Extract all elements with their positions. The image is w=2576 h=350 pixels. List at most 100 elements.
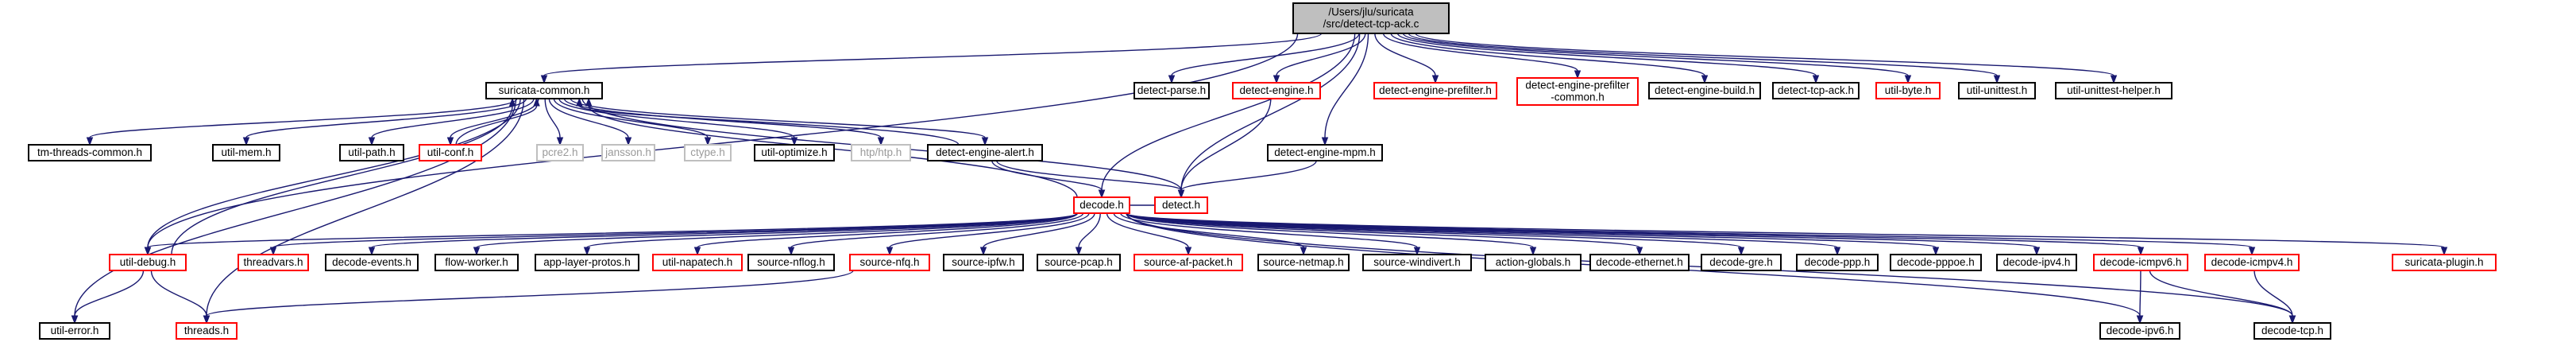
include-edge	[1415, 33, 2118, 84]
node-label: util-path.h	[348, 146, 395, 158]
node-label: detect-engine-prefilter	[1525, 80, 1630, 91]
include-edge	[540, 33, 1323, 84]
edge-line	[1180, 98, 1272, 191]
node-decode-icmpv6[interactable]: decode-icmpv6.h	[2093, 254, 2188, 271]
include-edge	[1321, 33, 1369, 146]
node-box	[851, 144, 911, 161]
node-source-nfq[interactable]: source-nfq.h	[849, 254, 930, 271]
include-edge	[368, 212, 1078, 256]
node-label: decode-ipv4.h	[2003, 256, 2071, 268]
node-decode-ppp[interactable]: decode-ppp.h	[1796, 254, 1879, 271]
node-label: source-pcap.h	[1045, 256, 1113, 268]
node-util-conf[interactable]: util-conf.h	[419, 144, 482, 161]
node-label: decode-events.h	[332, 256, 411, 268]
node-source-ipfw[interactable]: source-ipfw.h	[943, 254, 1024, 271]
node-detect-engine-build[interactable]: detect-engine-build.h	[1648, 82, 1761, 99]
node-box	[109, 254, 187, 271]
node-label: source-windivert.h	[1373, 256, 1461, 268]
edge-arrowhead	[787, 247, 795, 256]
include-edge	[1408, 33, 2001, 84]
include-edge	[1177, 33, 1361, 199]
node-detect-engine-mpm[interactable]: detect-engine-mpm.h	[1267, 144, 1383, 161]
node-label: detect.h	[1162, 199, 1200, 211]
edge-line	[558, 98, 795, 138]
node-decode-tcp[interactable]: decode-tcp.h	[2254, 322, 2331, 340]
edge-arrowhead	[86, 137, 94, 146]
node-app-layer-protos[interactable]: app-layer-protos.h	[535, 254, 639, 271]
node-label: util-debug.h	[120, 256, 176, 268]
node-label: jansson.h	[604, 146, 651, 158]
node-action-globals[interactable]: action-globals.h	[1485, 254, 1582, 271]
node-decode-ipv4[interactable]: decode-ipv4.h	[1996, 254, 2077, 271]
node-ctype[interactable]: ctype.h	[684, 144, 732, 161]
node-detect-engine-prefilter[interactable]: detect-engine-prefilter.h	[1373, 82, 1497, 99]
include-edge	[1126, 212, 2256, 256]
node-util-optimize[interactable]: util-optimize.h	[754, 144, 835, 161]
include-edge	[1273, 33, 1366, 84]
node-util-unittest[interactable]: util-unittest.h	[1958, 82, 2036, 99]
node-detect-engine-prefilter-common[interactable]: detect-engine-prefilter-common.h	[1516, 77, 1639, 106]
node-detect-parse[interactable]: detect-parse.h	[1134, 82, 1210, 99]
node-source-netmap[interactable]: source-netmap.h	[1257, 254, 1350, 271]
edge-arrowhead	[1184, 247, 1192, 256]
node-decode-ipv6[interactable]: decode-ipv6.h	[2099, 322, 2180, 340]
node-tm-threads-common[interactable]: tm-threads-common.h	[28, 144, 152, 161]
node-label: htp/htp.h	[860, 146, 902, 158]
node-threadvars[interactable]: threadvars.h	[238, 254, 309, 271]
node-threads[interactable]: threads.h	[176, 322, 238, 340]
edge-line	[147, 98, 521, 248]
node-util-byte[interactable]: util-byte.h	[1875, 82, 1941, 99]
node-decode[interactable]: decode.h	[1073, 196, 1130, 214]
node-suricata-plugin[interactable]: suricata-plugin.h	[2392, 254, 2497, 271]
node-box	[1134, 254, 1243, 271]
node-source-nflog[interactable]: source-nflog.h	[747, 254, 835, 271]
node-flow-worker[interactable]: flow-worker.h	[434, 254, 519, 271]
node-detect-engine-alert[interactable]: detect-engine-alert.h	[927, 144, 1043, 161]
node-jansson[interactable]: jansson.h	[601, 144, 655, 161]
node-decode-pppoe[interactable]: decode-pppoe.h	[1890, 254, 1982, 271]
node-box	[849, 254, 930, 271]
node-detect[interactable]: detect.h	[1154, 196, 1208, 214]
node-box	[1701, 254, 1782, 271]
edge-line	[1396, 33, 1817, 76]
node-source-pcap[interactable]: source-pcap.h	[1037, 254, 1121, 271]
include-edge	[996, 160, 1185, 199]
edge-arrowhead	[1177, 189, 1185, 199]
node-source-af-packet[interactable]: source-af-packet.h	[1134, 254, 1243, 271]
node-source-windivert[interactable]: source-windivert.h	[1362, 254, 1472, 271]
node-detect-engine[interactable]: detect-engine.h	[1232, 82, 1321, 99]
node-label: decode.h	[1079, 199, 1124, 211]
node-util-path[interactable]: util-path.h	[339, 144, 404, 161]
node-util-napatech[interactable]: util-napatech.h	[652, 254, 743, 271]
edge-arrowhead	[886, 247, 894, 256]
node-box	[1648, 82, 1761, 99]
node-box	[1485, 254, 1582, 271]
node-pcre2[interactable]: pcre2.h	[536, 144, 584, 161]
node-suricata-common[interactable]: suricata-common.h	[485, 82, 603, 99]
include-edge	[368, 98, 535, 146]
edge-arrowhead	[1737, 247, 1745, 256]
include-edge	[203, 98, 525, 325]
node-decode-events[interactable]: decode-events.h	[325, 254, 419, 271]
edge-line	[889, 212, 1090, 248]
edge-line	[570, 98, 986, 138]
edge-arrowhead	[583, 247, 591, 256]
node-decode-gre[interactable]: decode-gre.h	[1701, 254, 1782, 271]
node-util-mem[interactable]: util-mem.h	[212, 144, 280, 161]
node-box	[927, 144, 1043, 161]
node-decode-ethernet[interactable]: decode-ethernet.h	[1589, 254, 1690, 271]
edge-arrowhead	[368, 137, 376, 146]
include-edge	[1126, 212, 1537, 256]
node-util-error[interactable]: util-error.h	[39, 322, 110, 340]
node-decode-icmpv4[interactable]: decode-icmpv4.h	[2204, 254, 2300, 271]
edge-arrowhead	[1904, 75, 1912, 84]
node-util-debug[interactable]: util-debug.h	[109, 254, 187, 271]
node-detect-tcp-ack[interactable]: detect-tcp-ack.h	[1772, 82, 1860, 99]
node-label: ctype.h	[690, 146, 725, 158]
edge-arrowhead	[585, 97, 593, 107]
edge-arrowhead	[1321, 137, 1329, 146]
node-util-unittest-helper[interactable]: util-unittest-helper.h	[2055, 82, 2172, 99]
edge-line	[171, 105, 513, 255]
node-htp[interactable]: htp/htp.h	[851, 144, 911, 161]
